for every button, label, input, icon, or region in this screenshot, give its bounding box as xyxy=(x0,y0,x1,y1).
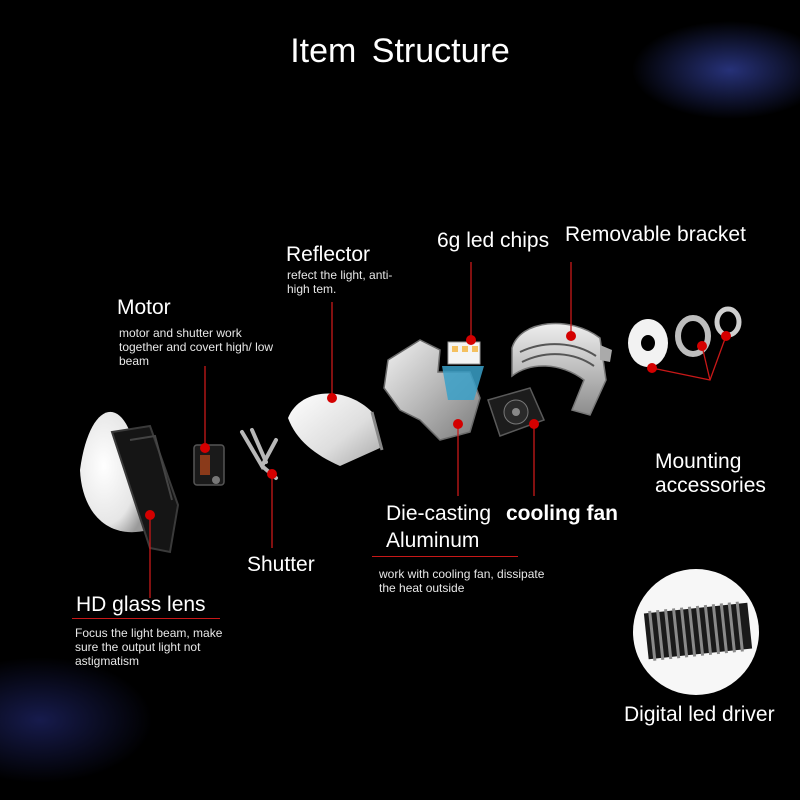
digital-led-driver-part xyxy=(633,569,759,695)
leader-lines xyxy=(149,262,727,598)
motor-label: Motor xyxy=(117,296,171,319)
removable-bracket-part xyxy=(511,322,612,416)
mounting-label-line2: accessories xyxy=(655,474,766,497)
page-title: Item Structure xyxy=(290,32,510,70)
hd-glass-lens-description: Focus the light beam, make sure the outp… xyxy=(75,626,223,668)
mounting-label-line1: Mounting xyxy=(655,450,742,473)
cooling-fan-part xyxy=(487,387,546,437)
cooling-fan-label: cooling fan xyxy=(506,502,618,525)
led-chips-label: 6g led chips xyxy=(437,229,550,252)
shutter-label: Shutter xyxy=(247,553,315,576)
reflector-part xyxy=(288,393,384,466)
die-casting-housing-part xyxy=(383,339,484,441)
reflector-description: refect the light, anti- high tem. xyxy=(287,268,393,296)
die-casting-label-line1: Die-casting xyxy=(386,502,492,525)
mounting-accessories-part xyxy=(628,306,742,367)
reflector-label: Reflector xyxy=(286,243,371,266)
die-casting-underline xyxy=(372,556,518,557)
motor-description: motor and shutter work together and cove… xyxy=(119,326,274,368)
die-casting-description: work with cooling fan, dissipate the hea… xyxy=(379,567,545,595)
digital-led-driver-label: Digital led driver xyxy=(624,703,775,726)
hd-glass-lens-label: HD glass lens xyxy=(76,593,206,616)
hd-glass-lens-underline xyxy=(72,618,220,619)
die-casting-label-line2: Aluminum xyxy=(386,529,480,552)
hd-glass-lens-part xyxy=(80,411,180,554)
marker-dots xyxy=(145,331,731,520)
removable-bracket-label: Removable bracket xyxy=(565,223,746,246)
